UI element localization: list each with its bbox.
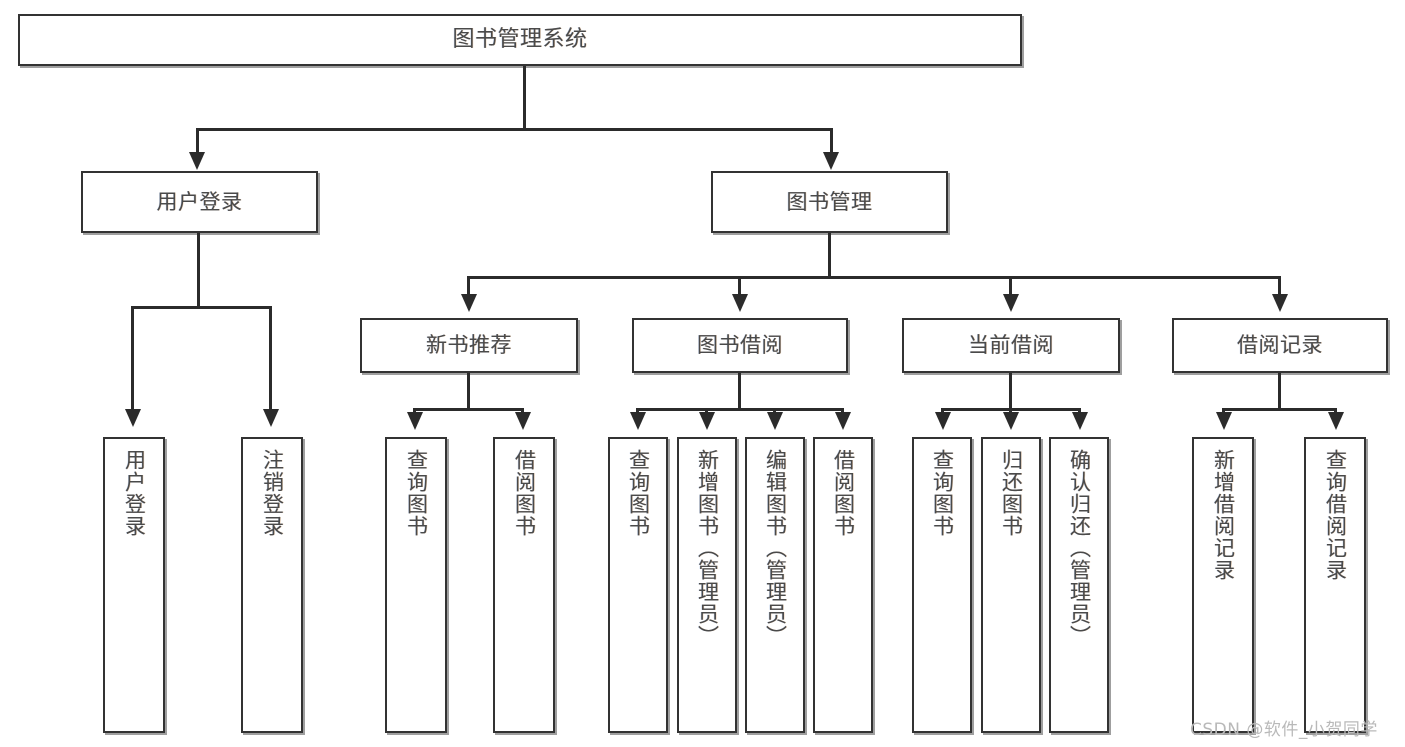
arrow-root-to-userlogin xyxy=(189,152,205,170)
connector-borrowrecord-stem xyxy=(1278,373,1281,408)
node-user-login[interactable]: 用户登录 xyxy=(81,171,318,233)
connector-root-to-bookmanage xyxy=(830,128,833,154)
node-current-borrow[interactable]: 当前借阅 xyxy=(902,318,1120,373)
node-label: 用户登录 xyxy=(156,189,243,214)
connector-currentborrow-drop-1 xyxy=(941,408,944,414)
connector-currentborrow-drop-3 xyxy=(1078,408,1081,414)
arrow-root-to-bookmanage xyxy=(823,152,839,170)
node-label: 注销登录 xyxy=(260,449,285,537)
leaf-query-book-borrow[interactable]: 查询图书 xyxy=(608,437,668,733)
node-label: 新书推荐 xyxy=(426,333,512,358)
arrow-bookborrow-leaf-1 xyxy=(630,412,646,430)
connector-borrowrecord-drop-2 xyxy=(1334,408,1337,414)
leaf-add-borrow-record[interactable]: 新增借阅记录 xyxy=(1192,437,1254,733)
leaf-confirm-return-admin[interactable]: 确认归还（管理员） xyxy=(1049,437,1109,733)
connector-root-bus xyxy=(196,128,833,131)
leaf-edit-book-admin[interactable]: 编辑图书（管理员） xyxy=(745,437,805,733)
connector-userlogin-drop-1 xyxy=(131,306,134,411)
arrow-bookmanage-child-3 xyxy=(1003,294,1019,312)
node-label: 图书管理系统 xyxy=(452,27,588,53)
connector-newbook-drop-1 xyxy=(413,408,416,414)
leaf-query-borrow-record[interactable]: 查询借阅记录 xyxy=(1304,437,1366,733)
leaf-borrow-book[interactable]: 借阅图书 xyxy=(813,437,873,733)
arrow-borrowrecord-leaf-2 xyxy=(1328,412,1344,430)
node-label: 编辑图书（管理员） xyxy=(763,449,788,647)
arrow-bookborrow-leaf-4 xyxy=(835,412,851,430)
leaf-return-book[interactable]: 归还图书 xyxy=(981,437,1041,733)
leaf-add-book-admin[interactable]: 新增图书（管理员） xyxy=(677,437,737,733)
node-book-borrow[interactable]: 图书借阅 xyxy=(632,318,848,373)
node-label: 借阅记录 xyxy=(1237,333,1323,358)
node-label: 归还图书 xyxy=(999,449,1024,537)
node-label: 用户登录 xyxy=(122,449,147,537)
node-label: 查询图书 xyxy=(404,449,429,537)
connector-bookmanage-drop-2 xyxy=(738,276,741,296)
arrow-borrowrecord-leaf-1 xyxy=(1216,412,1232,430)
connector-bookborrow-bus xyxy=(636,408,844,411)
node-label: 借阅图书 xyxy=(831,449,856,537)
arrow-bookmanage-child-1 xyxy=(461,294,477,312)
node-label: 查询借阅记录 xyxy=(1323,449,1348,581)
connector-bookborrow-drop-4 xyxy=(841,408,844,414)
connector-bookmanage-drop-1 xyxy=(467,276,470,296)
node-label: 查询图书 xyxy=(930,449,955,537)
arrow-userlogin-leaf-1 xyxy=(125,409,141,427)
connector-root-stem xyxy=(523,66,526,128)
connector-bookmanage-bus xyxy=(467,276,1281,279)
arrow-bookborrow-leaf-2 xyxy=(699,412,715,430)
node-label: 新增图书（管理员） xyxy=(695,449,720,647)
connector-bookborrow-drop-3 xyxy=(773,408,776,414)
arrow-bookmanage-child-2 xyxy=(732,294,748,312)
leaf-query-book-current[interactable]: 查询图书 xyxy=(912,437,972,733)
node-label: 新增借阅记录 xyxy=(1211,449,1236,581)
leaf-borrow-book-recommend[interactable]: 借阅图书 xyxy=(493,437,555,733)
arrow-newbook-leaf-2 xyxy=(515,412,531,430)
connector-userlogin-stem xyxy=(197,233,200,306)
connector-bookmanage-drop-3 xyxy=(1009,276,1012,296)
arrow-currentborrow-leaf-1 xyxy=(935,412,951,430)
connector-bookborrow-drop-1 xyxy=(636,408,639,414)
node-label: 确认归还（管理员） xyxy=(1067,449,1092,647)
leaf-logout[interactable]: 注销登录 xyxy=(241,437,303,733)
connector-bookmanage-stem xyxy=(828,233,831,276)
arrow-newbook-leaf-1 xyxy=(407,412,423,430)
node-root-system[interactable]: 图书管理系统 xyxy=(18,14,1022,66)
arrow-currentborrow-leaf-2 xyxy=(1003,412,1019,430)
node-book-manage[interactable]: 图书管理 xyxy=(711,171,948,233)
node-label: 图书管理 xyxy=(786,189,873,214)
connector-newbook-bus xyxy=(413,408,523,411)
leaf-user-login[interactable]: 用户登录 xyxy=(103,437,165,733)
node-label: 当前借阅 xyxy=(968,333,1054,358)
connector-bookborrow-stem xyxy=(738,373,741,408)
arrow-currentborrow-leaf-3 xyxy=(1072,412,1088,430)
node-label: 查询图书 xyxy=(626,449,651,537)
connector-root-to-userlogin xyxy=(196,128,199,154)
connector-newbook-stem xyxy=(467,373,470,408)
connector-userlogin-drop-2 xyxy=(269,306,272,411)
node-new-book-recommend[interactable]: 新书推荐 xyxy=(360,318,578,373)
node-label: 借阅图书 xyxy=(512,449,537,537)
connector-currentborrow-stem xyxy=(1009,373,1012,408)
connector-userlogin-bus xyxy=(131,306,271,309)
node-label: 图书借阅 xyxy=(697,333,783,358)
node-borrow-record[interactable]: 借阅记录 xyxy=(1172,318,1388,373)
connector-borrowrecord-bus xyxy=(1222,408,1336,411)
arrow-bookborrow-leaf-3 xyxy=(767,412,783,430)
leaf-query-book-recommend[interactable]: 查询图书 xyxy=(385,437,447,733)
arrow-userlogin-leaf-2 xyxy=(263,409,279,427)
csdn-watermark: CSDN @软件_小贺同学 xyxy=(1190,720,1378,740)
connector-bookborrow-drop-2 xyxy=(705,408,708,414)
connector-newbook-drop-2 xyxy=(521,408,524,414)
connector-currentborrow-drop-2 xyxy=(1009,408,1012,414)
arrow-bookmanage-child-4 xyxy=(1272,294,1288,312)
connector-bookmanage-drop-4 xyxy=(1278,276,1281,296)
connector-borrowrecord-drop-1 xyxy=(1222,408,1225,414)
